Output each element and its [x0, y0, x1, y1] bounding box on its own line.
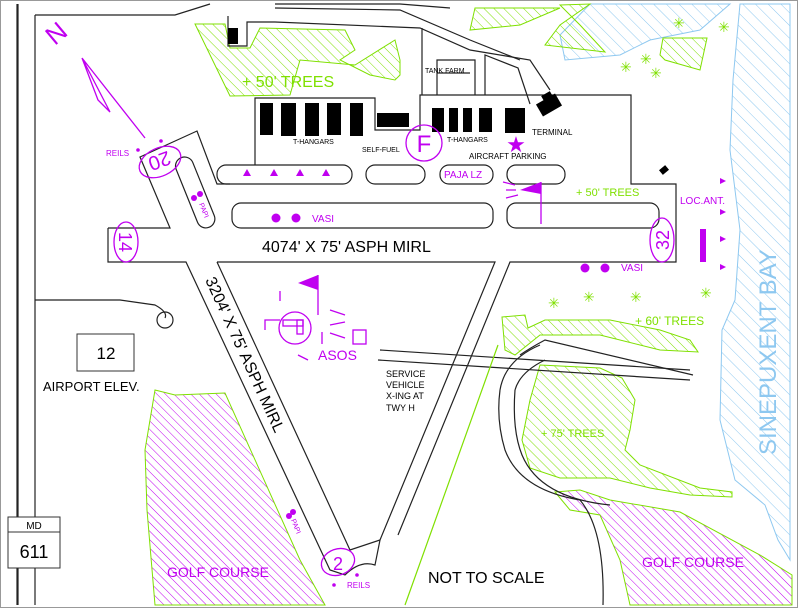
aircraft-parking-label: AIRCRAFT PARKING: [469, 152, 547, 161]
buildings: [228, 28, 669, 175]
rwy32-marker: [649, 217, 675, 263]
terminal-label: TERMINAL: [532, 128, 573, 137]
trees-60-label: + 60' TREES: [635, 314, 704, 328]
tree-icon: ✳: [583, 289, 595, 305]
vasi-light: [580, 263, 590, 273]
rwy20-marker: [138, 145, 182, 179]
tree-icon: ✳: [640, 51, 652, 67]
asos-symbol: [264, 275, 367, 361]
tree-icon: ✳: [673, 15, 685, 31]
bay-water: [719, 3, 791, 562]
trees-area-north: [194, 23, 401, 97]
papi-2-label: PAPI: [289, 518, 301, 535]
roads: [16, 3, 694, 606]
vasi-light: [291, 213, 301, 223]
svg-text:SERVICE: SERVICE: [386, 369, 425, 379]
trees-area-east: [659, 37, 708, 71]
trees-50-top-label: + 50' TREES: [242, 74, 334, 91]
runway-14-32-label: 4074' X 75' ASPH MIRL: [262, 239, 431, 256]
trees-50-mid-label: + 50' TREES: [576, 187, 639, 199]
elevation-box: [76, 333, 135, 372]
route-state: MD: [26, 521, 42, 532]
tree-icon: ✳: [620, 59, 632, 75]
north-arrow: N: [39, 16, 146, 139]
tree-icon: ✳: [650, 65, 662, 81]
elevation-label: AIRPORT ELEV.: [43, 379, 140, 394]
paja-lz-label: PAJA LZ: [444, 170, 482, 181]
trees-60-area: [501, 314, 699, 356]
route-shield: [7, 516, 61, 569]
svg-text:TWY H: TWY H: [386, 403, 415, 413]
rwy2-marker: [320, 547, 356, 577]
t-hangars-2-label: T-HANGARS: [447, 137, 488, 144]
trees-strip: [544, 3, 607, 53]
route-number: 611: [20, 542, 49, 562]
north-label: N: [39, 16, 73, 51]
golf-course-west-label: GOLF COURSE: [167, 564, 269, 580]
elevation-value: 12: [97, 344, 116, 363]
t-hangars-1-label: T-HANGARS: [293, 139, 334, 146]
rwy14-marker: [113, 221, 139, 263]
loc-ant-label: LOC.ANT.: [680, 196, 725, 207]
tree-icon: ✳: [718, 19, 730, 35]
svg-text:VEHICLE: VEHICLE: [386, 380, 425, 390]
service-crossing-note: SERVICE VEHICLE X-ING AT TWY H: [386, 369, 425, 413]
rwy32-label: 32: [653, 230, 673, 250]
fuel-symbol: [405, 124, 443, 162]
vasi-32-label: VASI: [621, 263, 643, 274]
asos-label: ASOS: [318, 347, 357, 363]
localizer-antenna: [700, 229, 706, 262]
star-icon: ★: [506, 132, 526, 157]
fuel-label: F: [417, 131, 432, 158]
wind-cone-icon: [502, 181, 542, 224]
svg-text:X-ING AT: X-ING AT: [386, 391, 424, 401]
threshold-lights: [243, 169, 330, 176]
reils-2-label: REILS: [347, 581, 370, 590]
bay-label: SINEPUXENT BAY: [755, 249, 782, 455]
tank-farm-label: TANK FARM: [425, 68, 465, 75]
self-fuel-label: SELF-FUEL: [362, 147, 400, 154]
papi-20-label: PAPI: [197, 202, 209, 219]
not-to-scale-note: NOT TO SCALE: [428, 570, 544, 587]
reils-20-label: REILS: [106, 149, 129, 158]
trees-75-label: + 75' TREES: [541, 428, 604, 440]
vasi-light: [600, 263, 610, 273]
localizer-markers: [720, 178, 726, 270]
tree-icon: ✳: [700, 285, 712, 301]
golf-course-east: [553, 489, 793, 606]
trees-75-area: [521, 364, 733, 498]
vasi-light: [271, 213, 281, 223]
rwy20-label: 20: [145, 146, 173, 174]
golf-course-east-label: GOLF COURSE: [642, 554, 744, 570]
rwy14-label: 14: [115, 232, 135, 252]
tree-icons: ✳✳✳✳✳✳✳✳✳: [548, 15, 730, 311]
vasi-14-label: VASI: [312, 214, 334, 225]
tree-icon: ✳: [630, 289, 642, 305]
golf-course-west: [144, 389, 326, 606]
tree-icon: ✳: [548, 295, 560, 311]
rwy2-label: 2: [333, 554, 343, 574]
trees-area-ne: [469, 7, 561, 31]
